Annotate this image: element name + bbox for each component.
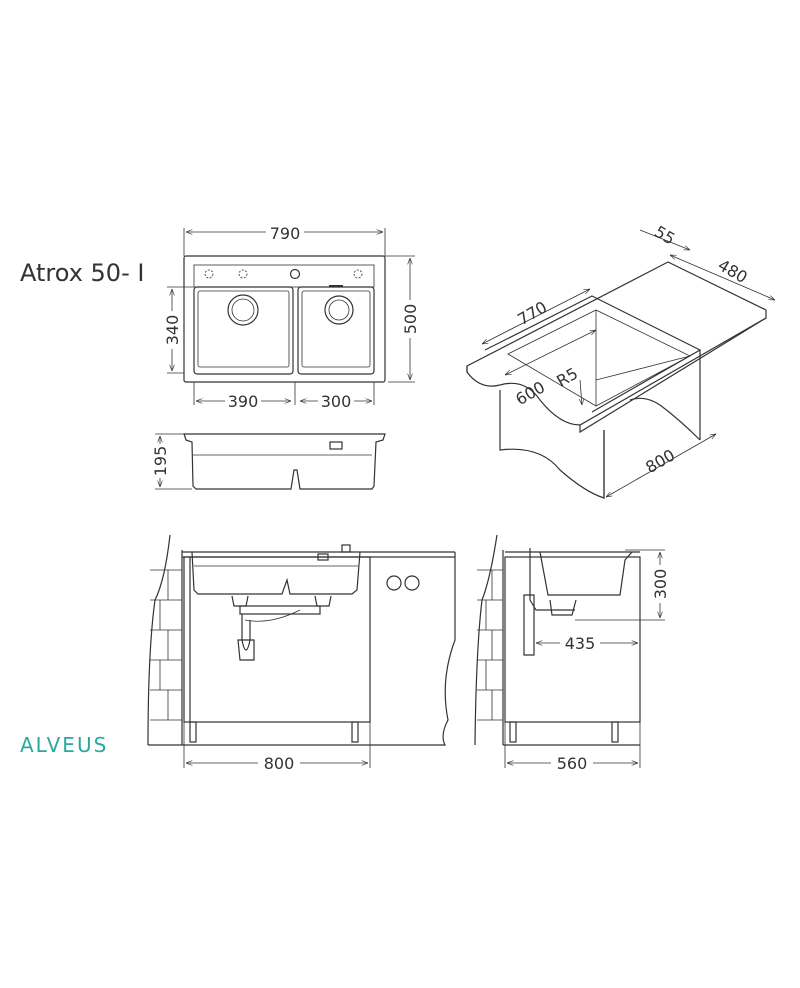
side-install-view: 300 435 560 [474, 534, 670, 773]
brand-logo: ALVEUS [20, 733, 108, 757]
dim-55: 55 [651, 222, 678, 249]
dim-600: 600 [512, 377, 548, 409]
dim-800: 800 [264, 754, 295, 773]
dim-560: 560 [557, 754, 588, 773]
dim-435: 435 [565, 634, 596, 653]
dim-195: 195 [151, 446, 170, 477]
dim-800-iso: 800 [642, 445, 678, 477]
dim-340: 340 [163, 315, 182, 346]
dim-300: 300 [321, 392, 352, 411]
dim-500: 500 [401, 304, 420, 335]
dim-390: 390 [228, 392, 259, 411]
front-install-view: 800 [147, 534, 456, 773]
product-title: Atrox 50- I [20, 259, 144, 287]
dim-300-install: 300 [651, 569, 670, 600]
dim-790: 790 [270, 224, 301, 243]
iso-view: 800 770 600 R5 480 55 [466, 222, 775, 499]
dim-480: 480 [715, 255, 751, 287]
dim-r5: R5 [553, 364, 581, 391]
dim-770: 770 [514, 297, 550, 329]
side-view: 195 [151, 433, 386, 490]
top-view: 790 500 340 390 300 [163, 222, 420, 411]
